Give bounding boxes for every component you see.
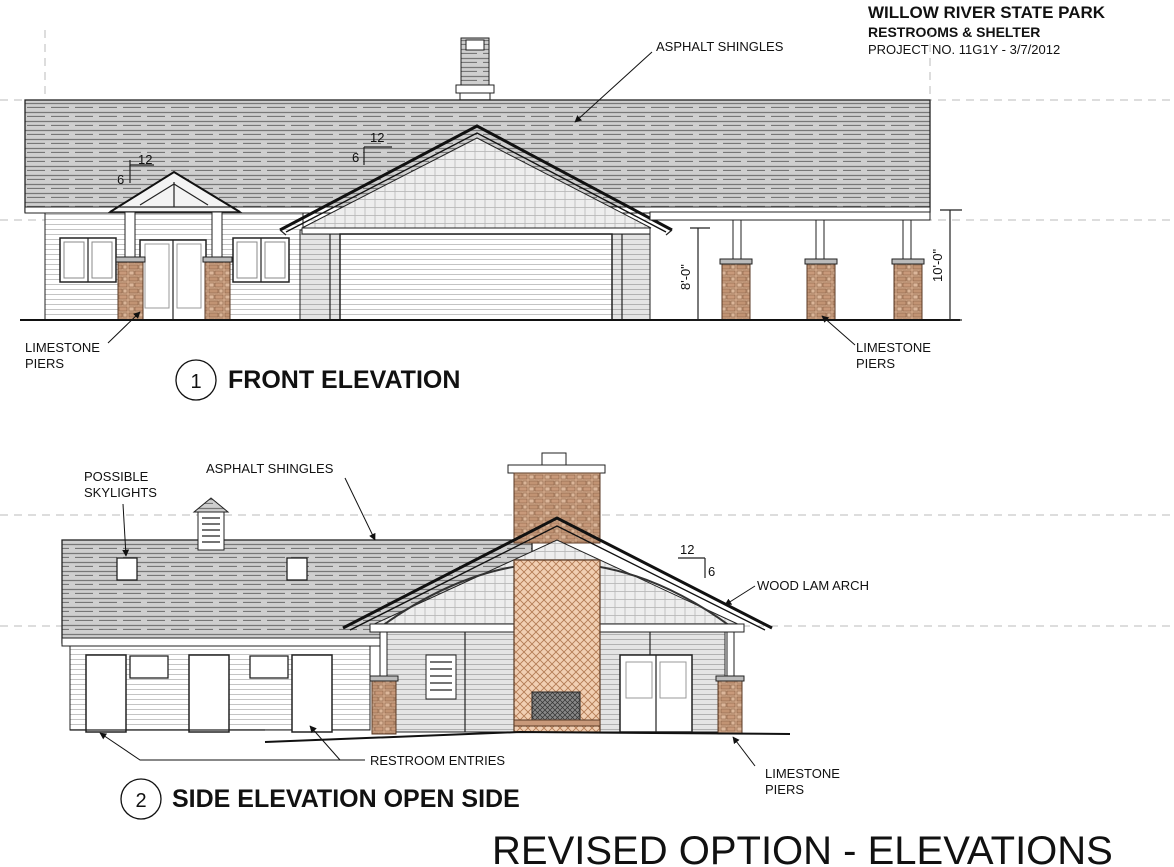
pitch-rise-entry: 6	[117, 172, 124, 187]
label-wood-lam-arch: WOOD LAM ARCH	[757, 578, 869, 593]
dim-10-ft: 10'-0"	[930, 248, 945, 282]
label-possible: POSSIBLE	[84, 469, 149, 484]
side-chimney	[507, 452, 606, 544]
front-window-left	[59, 237, 117, 283]
front-shelter-gable	[279, 124, 673, 321]
front-elevation-number: 1	[190, 371, 201, 393]
front-pier-2	[204, 259, 231, 321]
front-porch-piers	[719, 258, 925, 321]
front-elevation-title: FRONT ELEVATION	[228, 366, 460, 394]
side-skylights	[116, 557, 308, 581]
side-elevation-title: SIDE ELEVATION OPEN SIDE	[172, 785, 520, 813]
construction-lines	[0, 30, 1174, 627]
side-restroom-doors	[85, 654, 333, 733]
front-covered-porch	[649, 211, 931, 263]
side-elevation-number-circle	[120, 778, 162, 820]
side-elevation: 12 6 POSSIBLE SKYLIGHTS ASPHALT SHINGLES…	[61, 452, 869, 820]
label-skylights: SKYLIGHTS	[84, 485, 157, 500]
label-limestone-side-1: LIMESTONE	[765, 766, 840, 781]
label-limestone-left-1: LIMESTONE	[25, 340, 100, 355]
label-limestone-right-1: LIMESTONE	[856, 340, 931, 355]
sheet-title: REVISED OPTION - ELEVATIONS	[492, 829, 1113, 867]
front-elevation-number-circle	[175, 359, 217, 401]
side-pier-left	[371, 679, 397, 735]
front-window-right	[232, 237, 290, 283]
side-double-door	[619, 654, 693, 733]
side-pier-right	[717, 679, 743, 735]
side-fireplace	[513, 559, 601, 733]
dim-8-ft: 8'-0"	[678, 264, 693, 290]
front-pier-1	[117, 259, 144, 321]
side-elevation-number: 2	[135, 790, 146, 812]
front-dimensions: 8'-0" 10'-0"	[678, 209, 962, 321]
pitch-rise-shelter: 6	[352, 150, 359, 165]
side-pitch-run: 12	[680, 542, 694, 557]
label-asphalt-shingles-front: ASPHALT SHINGLES	[656, 39, 784, 54]
project-number: PROJECT NO. 11G1Y - 3/7/2012	[868, 42, 1060, 57]
side-wall-vent	[425, 654, 457, 700]
pitch-run-shelter: 12	[370, 130, 384, 145]
title-block: WILLOW RIVER STATE PARK RESTROOMS & SHEL…	[868, 3, 1106, 57]
front-entry-gable	[107, 160, 243, 261]
label-restroom-entries: RESTROOM ENTRIES	[370, 753, 505, 768]
label-limestone-left-2: PIERS	[25, 356, 64, 371]
side-cupola	[192, 497, 230, 551]
front-elevation: 8'-0" 10'-0" 12 6 12 6 ASPHALT SHINGLES …	[0, 30, 1174, 627]
side-ground-line	[264, 730, 791, 743]
sheet-subtitle: RESTROOMS & SHELTER	[868, 24, 1040, 40]
side-high-windows	[129, 655, 289, 679]
pitch-run-entry: 12	[138, 152, 152, 167]
front-entry-doors	[139, 239, 207, 321]
label-limestone-side-2: PIERS	[765, 782, 804, 797]
label-limestone-right-2: PIERS	[856, 356, 895, 371]
label-asphalt-shingles-side: ASPHALT SHINGLES	[206, 461, 334, 476]
side-pitch-rise: 6	[708, 564, 715, 579]
park-name: WILLOW RIVER STATE PARK	[868, 3, 1106, 22]
